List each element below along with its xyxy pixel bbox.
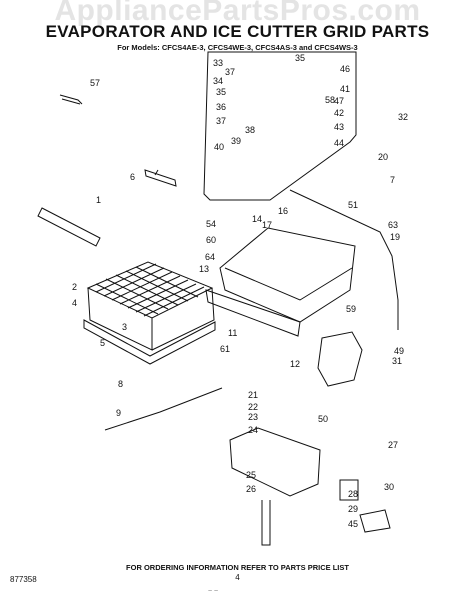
callout-label: 1 [96, 195, 101, 205]
page-number: 4 [235, 573, 240, 582]
callout-labels: 3337343536373938403546415847424344325716… [72, 53, 408, 529]
callout-label: 12 [290, 359, 300, 369]
detail-box [203, 51, 357, 201]
ordering-note: FOR ORDERING INFORMATION REFER TO PARTS … [126, 563, 349, 572]
callout-label: 20 [378, 152, 388, 162]
callout-label: 46 [340, 64, 350, 74]
callout-label: 37 [225, 67, 235, 77]
callout-label: 47 [334, 96, 344, 106]
callout-label: 43 [334, 122, 344, 132]
callout-label: 35 [216, 87, 226, 97]
part-12-frame [205, 289, 301, 337]
callout-label: 25 [246, 470, 256, 480]
page-title: EVAPORATOR AND ICE CUTTER GRID PARTS [45, 22, 430, 41]
callout-label: 63 [388, 220, 398, 230]
part-14-evaporator [219, 227, 356, 323]
callout-label: 27 [388, 440, 398, 450]
part-6-bracket [144, 169, 177, 187]
callout-label: 16 [278, 206, 288, 216]
part-19-tube [289, 189, 399, 330]
callout-label: 21 [248, 390, 258, 400]
callout-label: 49 [394, 346, 404, 356]
part-57-clip [59, 94, 83, 105]
callout-label: 31 [392, 356, 402, 366]
callout-label: 30 [384, 482, 394, 492]
callout-label: 34 [213, 76, 223, 86]
callout-label: 41 [340, 84, 350, 94]
part-28-motor [339, 479, 359, 501]
part-1-tube [37, 207, 101, 247]
callout-label: 33 [213, 58, 223, 68]
callout-label: 6 [130, 172, 135, 182]
callout-label: 28 [348, 489, 358, 499]
callout-label: 40 [214, 142, 224, 152]
callout-label: 57 [90, 78, 100, 88]
part-31-valve [317, 331, 363, 387]
callout-label: 64 [205, 252, 215, 262]
callout-label: 36 [216, 102, 226, 112]
callout-label: 26 [246, 484, 256, 494]
callout-label: 8 [118, 379, 123, 389]
callout-label: 22 [248, 402, 258, 412]
callout-label: 58 [325, 95, 335, 105]
callout-label: 32 [398, 112, 408, 122]
callout-label: 2 [72, 282, 77, 292]
ice-cutter-grid [83, 261, 216, 365]
callout-label: 4 [72, 298, 77, 308]
callout-label: 23 [248, 412, 258, 422]
callout-label: 19 [390, 232, 400, 242]
callout-label: 42 [334, 108, 344, 118]
callout-label: 7 [390, 175, 395, 185]
callout-label: 59 [346, 304, 356, 314]
callout-label: 14 [252, 214, 262, 224]
watermark: AppliancePartsPros.com [54, 0, 421, 27]
models-line: For Models: CFCS4AE-3, CFCS4WE-3, CFCS4A… [117, 43, 358, 52]
callout-label: 51 [348, 200, 358, 210]
callout-label: 50 [318, 414, 328, 424]
handwritten-mark: ~ ~ [208, 588, 219, 595]
callout-label: 45 [348, 519, 358, 529]
callout-label: 3 [122, 322, 127, 332]
callout-label: 54 [206, 219, 216, 229]
callout-label: 38 [245, 125, 255, 135]
callout-label: 37 [216, 116, 226, 126]
document-number: 877358 [10, 575, 37, 584]
part-30-box [359, 509, 391, 533]
callout-label: 29 [348, 504, 358, 514]
callout-label: 39 [231, 136, 241, 146]
callout-label: 5 [100, 338, 105, 348]
callout-label: 24 [248, 425, 258, 435]
part-9-harness [104, 387, 223, 431]
callout-label: 9 [116, 408, 121, 418]
callout-label: 11 [228, 328, 237, 338]
callout-label: 61 [220, 344, 230, 354]
callout-label: 60 [206, 235, 216, 245]
part-24-bucket [229, 427, 321, 497]
callout-label: 13 [199, 264, 209, 274]
callout-label: 35 [295, 53, 305, 63]
part-26-tube [261, 500, 271, 546]
callout-label: 17 [262, 220, 272, 230]
callout-label: 44 [334, 138, 344, 148]
